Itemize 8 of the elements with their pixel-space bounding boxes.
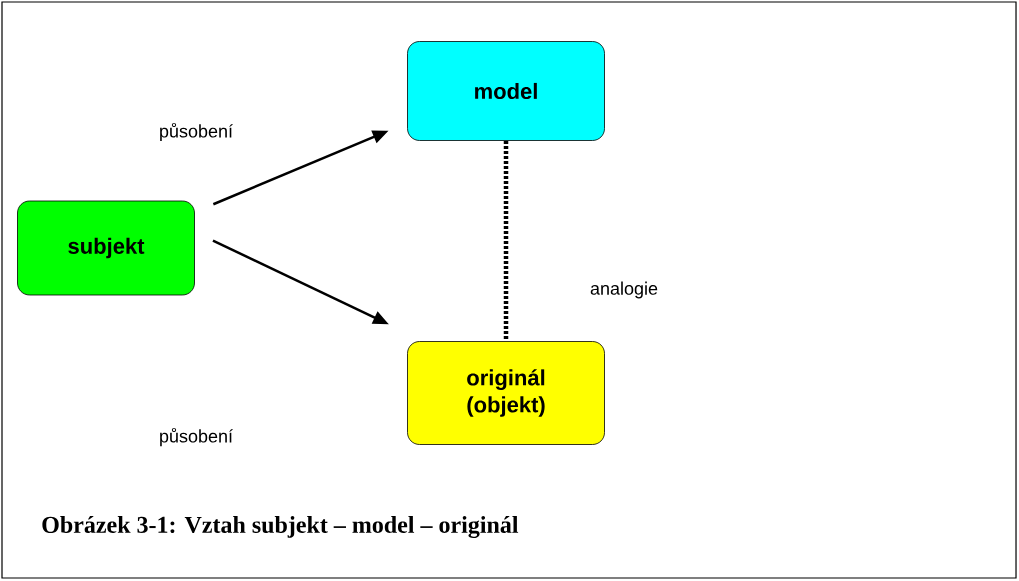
edge-label: působení [156,120,236,144]
caption: Obrázek 3-1: Vztah subjekt – model – originál [42,516,519,538]
text-label: působení [160,427,233,447]
process-box: originál (objekt) [407,341,605,445]
dotted-line [503,140,509,342]
process-box: model [407,41,605,141]
edge-label: analogie [588,279,661,301]
process-box: subjekt [17,200,195,296]
